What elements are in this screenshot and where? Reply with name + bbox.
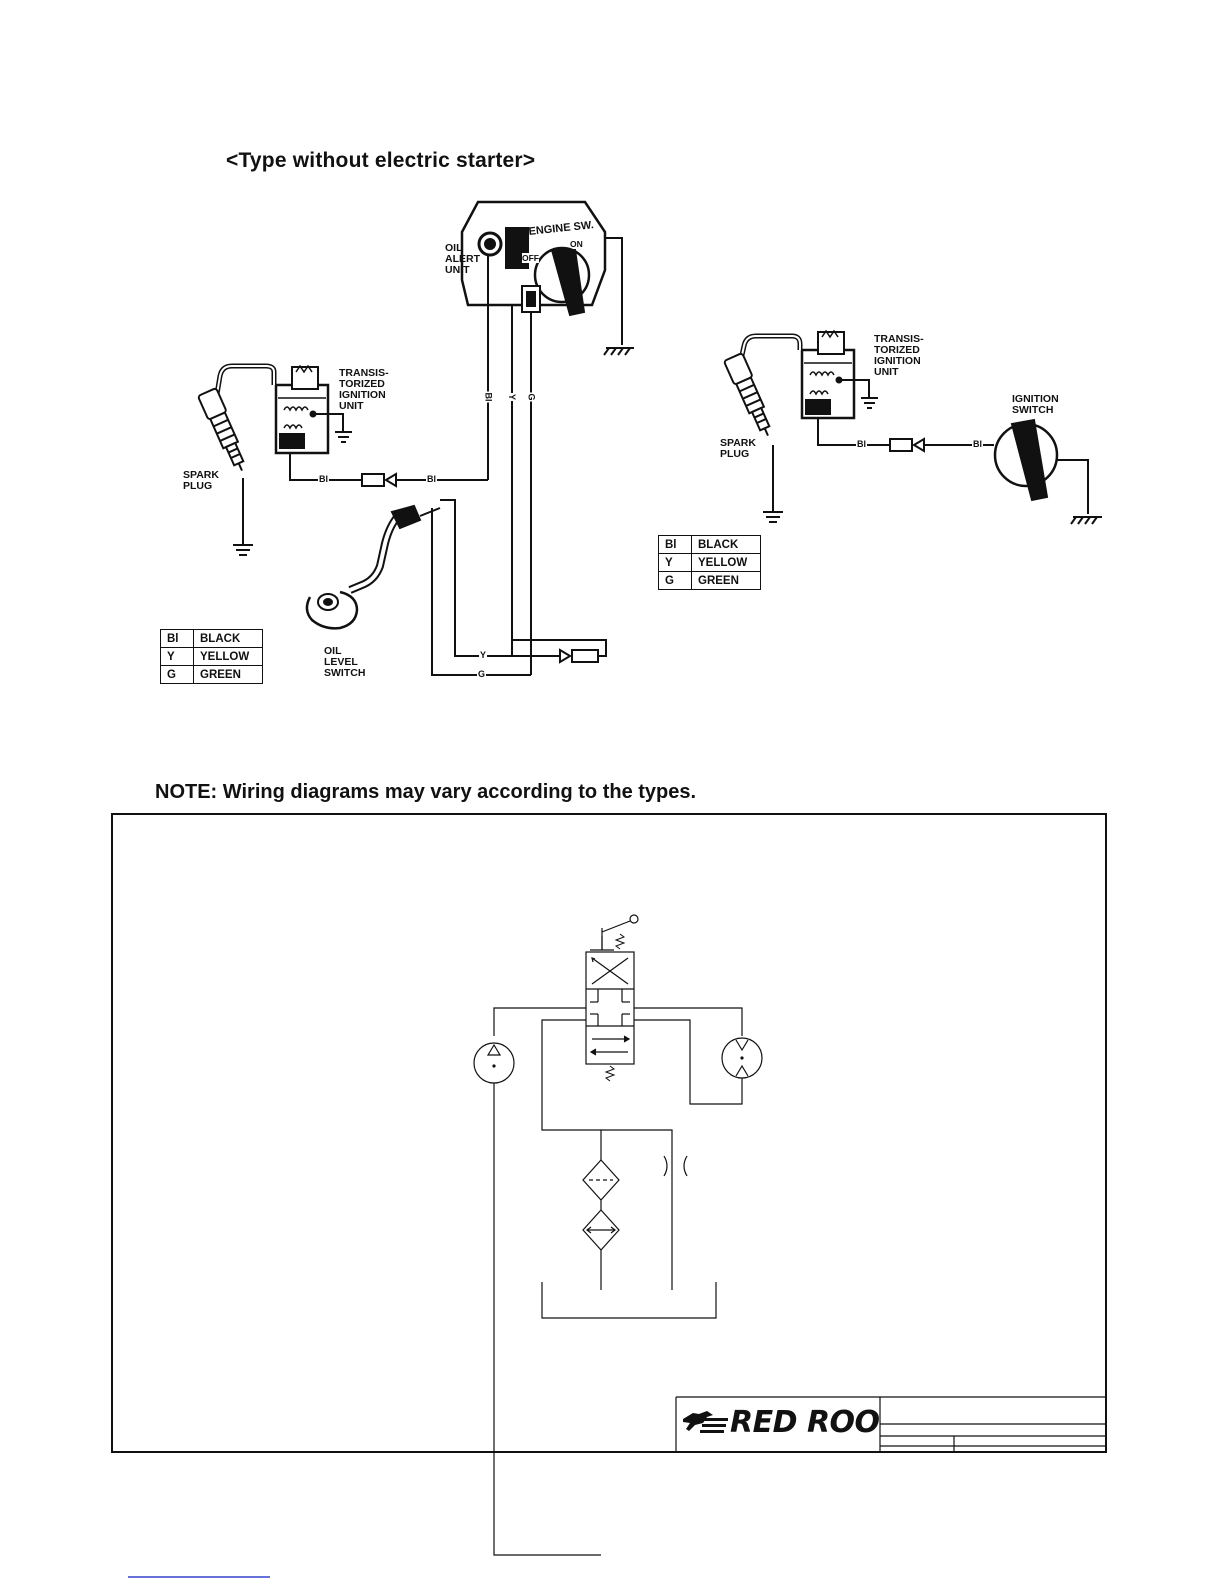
hydraulic-circuit	[473, 914, 763, 1556]
ignition-switch-label: IGNITION SWITCH	[1012, 393, 1059, 416]
spark-plug-left-label: SPARK PLUG	[183, 469, 219, 492]
wire-label-y-horizontal: Y	[479, 650, 488, 660]
wire-label-bl-vertical: Bl	[483, 391, 494, 403]
wire-label-bl-2: Bl	[426, 474, 437, 484]
oil-alert-unit-label: OIL ALERT UNIT	[445, 242, 480, 276]
tank-symbol	[541, 1282, 717, 1319]
title-block	[675, 1396, 1106, 1452]
wire-label-bl-right-2: Bl	[972, 439, 983, 449]
engine-switch-knob	[533, 246, 591, 304]
wiring-note: NOTE: Wiring diagrams may vary according…	[155, 781, 697, 803]
spark-plug-right	[723, 352, 771, 437]
ignition-unit-right-label: TRANSIS- TORIZED IGNITION UNIT	[874, 333, 924, 378]
drawing-frame	[111, 813, 1107, 1453]
oil-level-switch-label: OIL LEVEL SWITCH	[324, 645, 366, 679]
wire-label-g-horizontal: G	[477, 669, 487, 679]
ht-lead-right	[737, 333, 803, 365]
spark-plug-right-label: SPARK PLUG	[720, 437, 756, 460]
ground-wire-panel	[605, 237, 623, 345]
wire-label-g-vertical: G	[526, 392, 537, 402]
spark-plug-left	[197, 387, 245, 472]
ignition-unit-left-label: TRANSIS- TORIZED IGNITION UNIT	[339, 367, 389, 412]
engine-switch-off: OFF	[522, 253, 539, 263]
wire-label-y-vertical: Y	[507, 392, 518, 402]
logo-mark	[683, 1411, 728, 1433]
red-roo-logo: RED ROO	[730, 1405, 880, 1440]
section-heading: <Type without electric starter>	[226, 149, 536, 172]
ht-lead-left	[213, 363, 277, 401]
engine-switch-on: ON	[570, 239, 583, 249]
wire-label-bl-right-1: Bl	[856, 439, 867, 449]
wire-label-bl-1: Bl	[318, 474, 329, 484]
oil-alert-lamp	[477, 231, 503, 257]
directional-valve	[585, 951, 635, 1065]
filter-symbol	[582, 1159, 620, 1201]
